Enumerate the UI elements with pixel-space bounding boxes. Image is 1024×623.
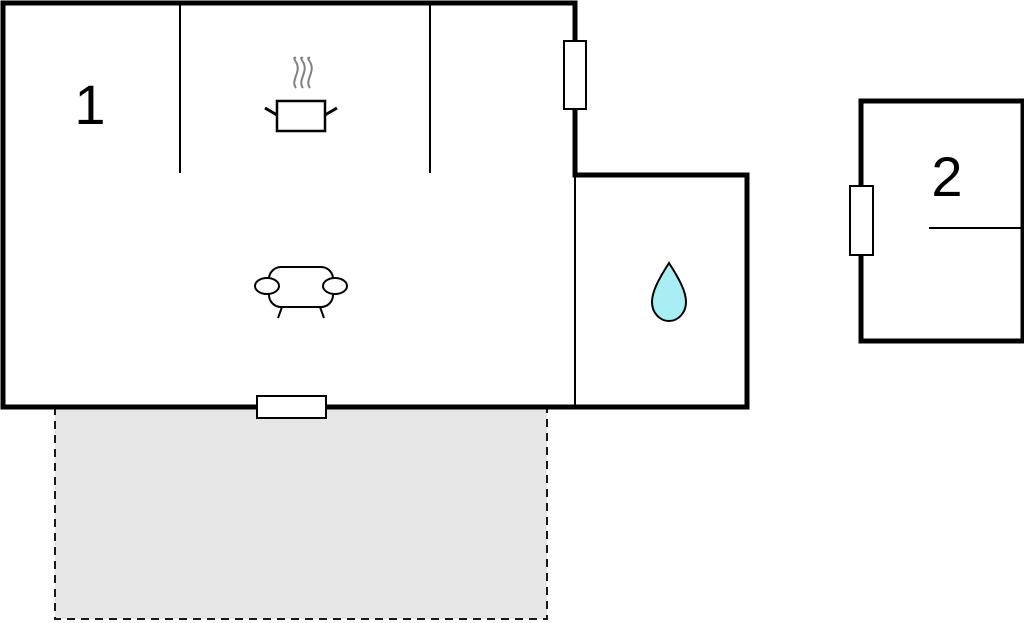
interior-walls [179,3,576,407]
window-south [256,395,327,419]
room-label-1: 1 [74,73,105,136]
terrace-area [54,406,548,620]
sofa-icon [254,266,348,319]
water-drop-icon [650,261,688,323]
annex-building-walls [858,98,1024,344]
window-annex [849,185,874,256]
cooking-pot-icon [264,56,338,133]
window-east [563,40,587,110]
main-building-walls [0,0,750,410]
room-label-2: 2 [931,145,962,208]
